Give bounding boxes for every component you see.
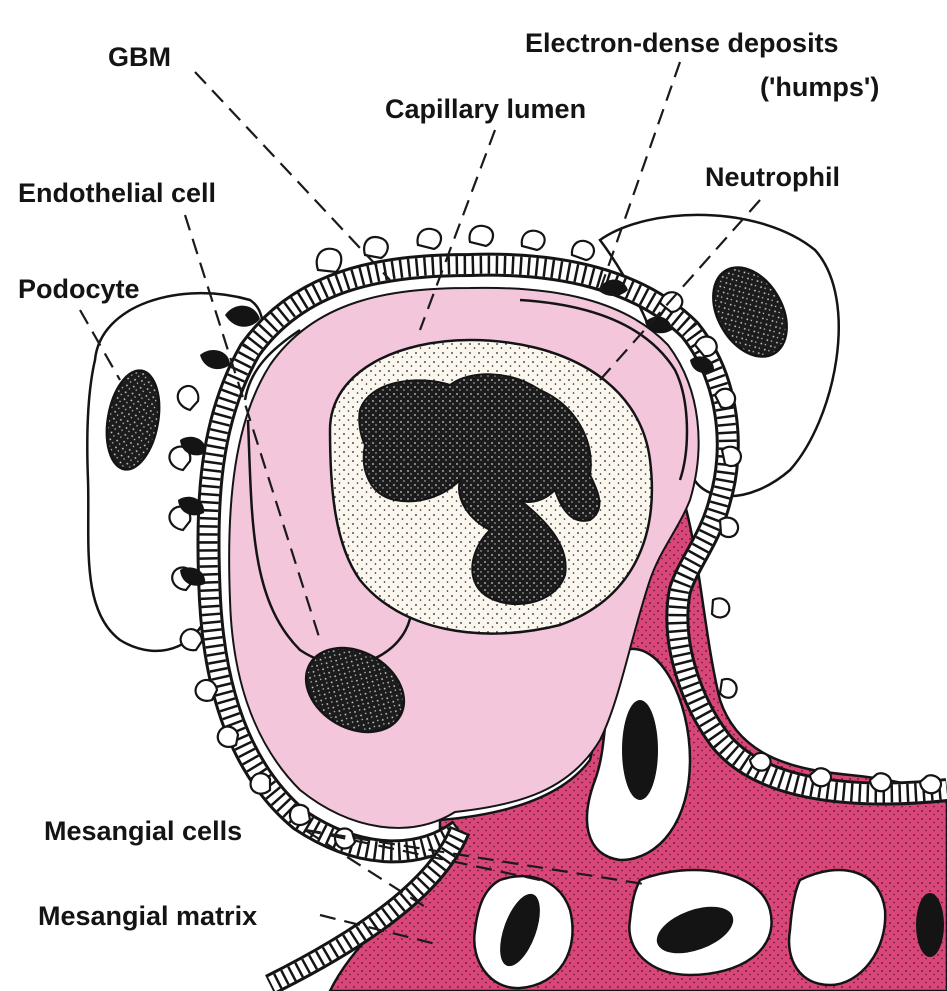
label-mesangial-cells: Mesangial cells bbox=[44, 816, 242, 846]
mesangial-nucleus-1 bbox=[622, 700, 658, 800]
label-deposits-line1: Electron-dense deposits bbox=[525, 28, 839, 58]
label-podocyte: Podocyte bbox=[18, 274, 140, 304]
label-mesangial-matrix: Mesangial matrix bbox=[38, 901, 257, 931]
label-neutrophil: Neutrophil bbox=[705, 162, 840, 192]
label-deposits-line2: ('humps') bbox=[760, 72, 879, 102]
label-gbm: GBM bbox=[108, 42, 171, 72]
mesangial-nucleus-4 bbox=[916, 893, 944, 957]
leader-gbm bbox=[195, 72, 390, 280]
label-capillary-lumen: Capillary lumen bbox=[385, 94, 586, 124]
label-endothelial-cell: Endothelial cell bbox=[18, 178, 216, 208]
